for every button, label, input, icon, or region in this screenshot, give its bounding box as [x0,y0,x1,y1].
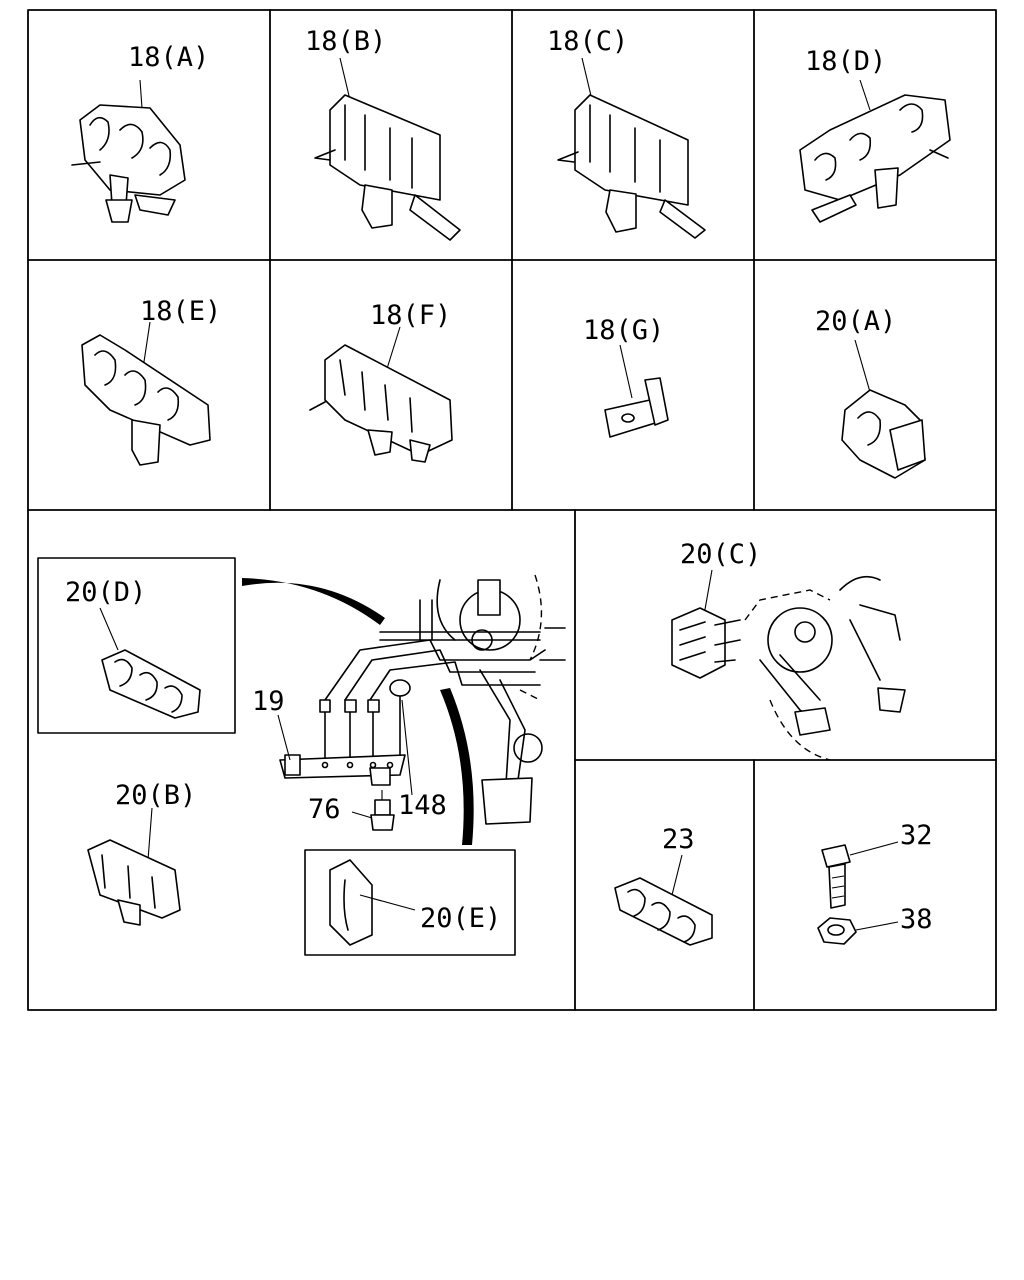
label-18g: 18(G) [583,315,665,346]
label-20e: 20(E) [420,903,502,934]
label-18f: 18(F) [370,300,452,331]
label-23: 23 [662,824,695,855]
grid-frame [27,9,997,1011]
bracket-18g-drawing [604,344,669,438]
label-32: 32 [900,820,933,851]
clip-20d-inset [37,557,236,734]
label-18c: 18(C) [547,26,629,57]
clip-18b-drawing [314,57,461,241]
label-38: 38 [900,904,933,935]
clip-23-drawing [614,854,713,946]
bolt-32-drawing [821,841,899,909]
clip-18d-drawing [799,79,951,223]
clip-18e-drawing [81,321,211,466]
label-20b: 20(B) [115,780,197,811]
clip-20e-inset [304,849,516,956]
label-148: 148 [398,790,447,821]
clip-18c-drawing [557,57,706,239]
nut-38-drawing [817,917,899,945]
clip-20c-drawing [671,569,741,679]
label-20c: 20(C) [680,539,762,570]
label-19: 19 [252,686,285,717]
label-18a: 18(A) [128,42,210,73]
label-20a: 20(A) [815,306,897,337]
label-18d: 18(D) [805,46,887,77]
clip-18f-drawing [309,326,453,463]
label-20d: 20(D) [65,577,147,608]
label-76: 76 [308,794,341,825]
center-assembly-drawing [242,574,566,845]
clip-20b-drawing [87,807,181,926]
clip-18a-drawing [71,79,186,223]
label-18e: 18(E) [140,296,222,327]
clip-20a-drawing [841,339,926,479]
pedal-assembly-20c [744,575,906,761]
label-18b: 18(B) [305,26,387,57]
